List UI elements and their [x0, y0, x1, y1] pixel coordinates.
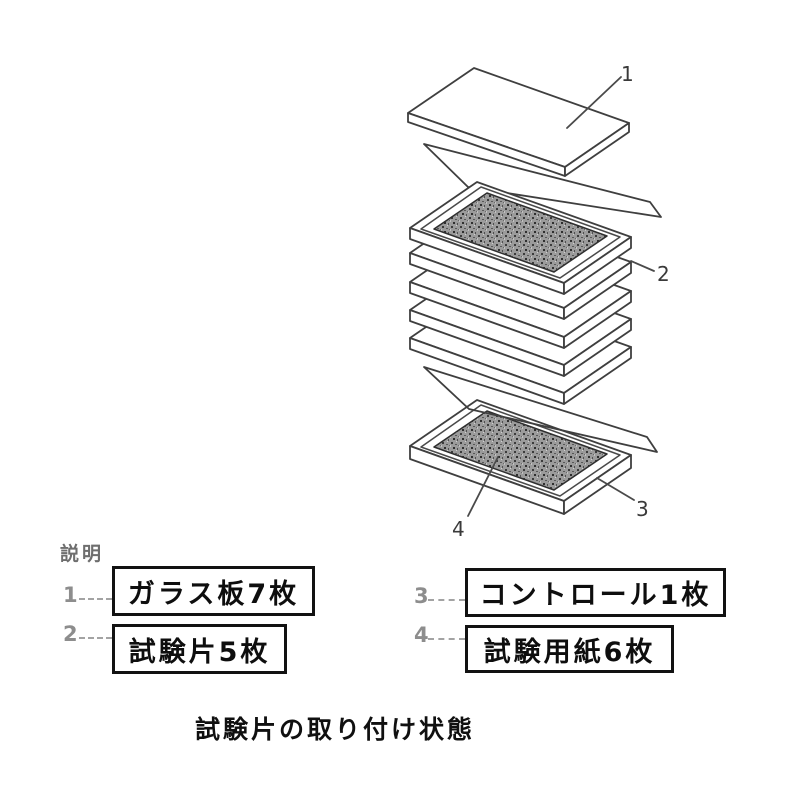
callout-2-line: [630, 260, 655, 272]
legend-box-control: コントロール1枚: [465, 568, 726, 617]
callout-1: 1: [566, 62, 634, 129]
legend-number-3: 3: [414, 584, 429, 608]
callout-2: 2: [630, 260, 670, 286]
callout-1-line: [566, 76, 622, 129]
test-piece-surface: [433, 192, 608, 273]
callout-4-number: 4: [452, 517, 465, 541]
legend-leader-4: [428, 638, 465, 640]
legend-number-1: 1: [63, 583, 78, 607]
callout-1-number: 1: [621, 62, 634, 86]
callout-3: 3: [596, 477, 649, 521]
top-glass-plate: [407, 67, 630, 177]
test-paper-sheet-upper: [423, 143, 662, 218]
figure-caption: 試験片の取り付け状態: [195, 715, 476, 744]
legend-box-glass-plates: ガラス板7枚: [112, 566, 315, 616]
glass-plate-stack: [409, 181, 632, 405]
legend-label-1: ガラス板7枚: [127, 578, 300, 610]
legend-leader-1: [79, 598, 112, 600]
bottom-plate-assembly: [409, 399, 632, 515]
legend-label-4: 試験用紙6枚: [483, 636, 656, 668]
callout-4-line: [467, 456, 499, 517]
callout-2-number: 2: [657, 262, 670, 286]
control-sheet-surface: [433, 410, 608, 491]
callout-3-line: [596, 477, 635, 501]
legend-number-4: 4: [414, 623, 429, 647]
legend-leader-2: [79, 637, 112, 639]
legend-box-test-pieces: 試験片5枚: [112, 624, 287, 674]
legend-label-2: 試験片5枚: [128, 636, 271, 668]
legend-label-3: コントロール1枚: [479, 580, 712, 611]
callout-4: 4: [452, 456, 499, 541]
legend-leader-3: [428, 599, 465, 601]
callout-3-number: 3: [636, 497, 649, 521]
legend-title: 説明: [60, 543, 105, 565]
test-paper-sheet-lower: [423, 366, 658, 453]
legend-number-2: 2: [63, 622, 78, 646]
legend-box-test-papers: 試験用紙6枚: [465, 625, 674, 673]
stack-top-plate-with-test-piece: [409, 181, 632, 295]
